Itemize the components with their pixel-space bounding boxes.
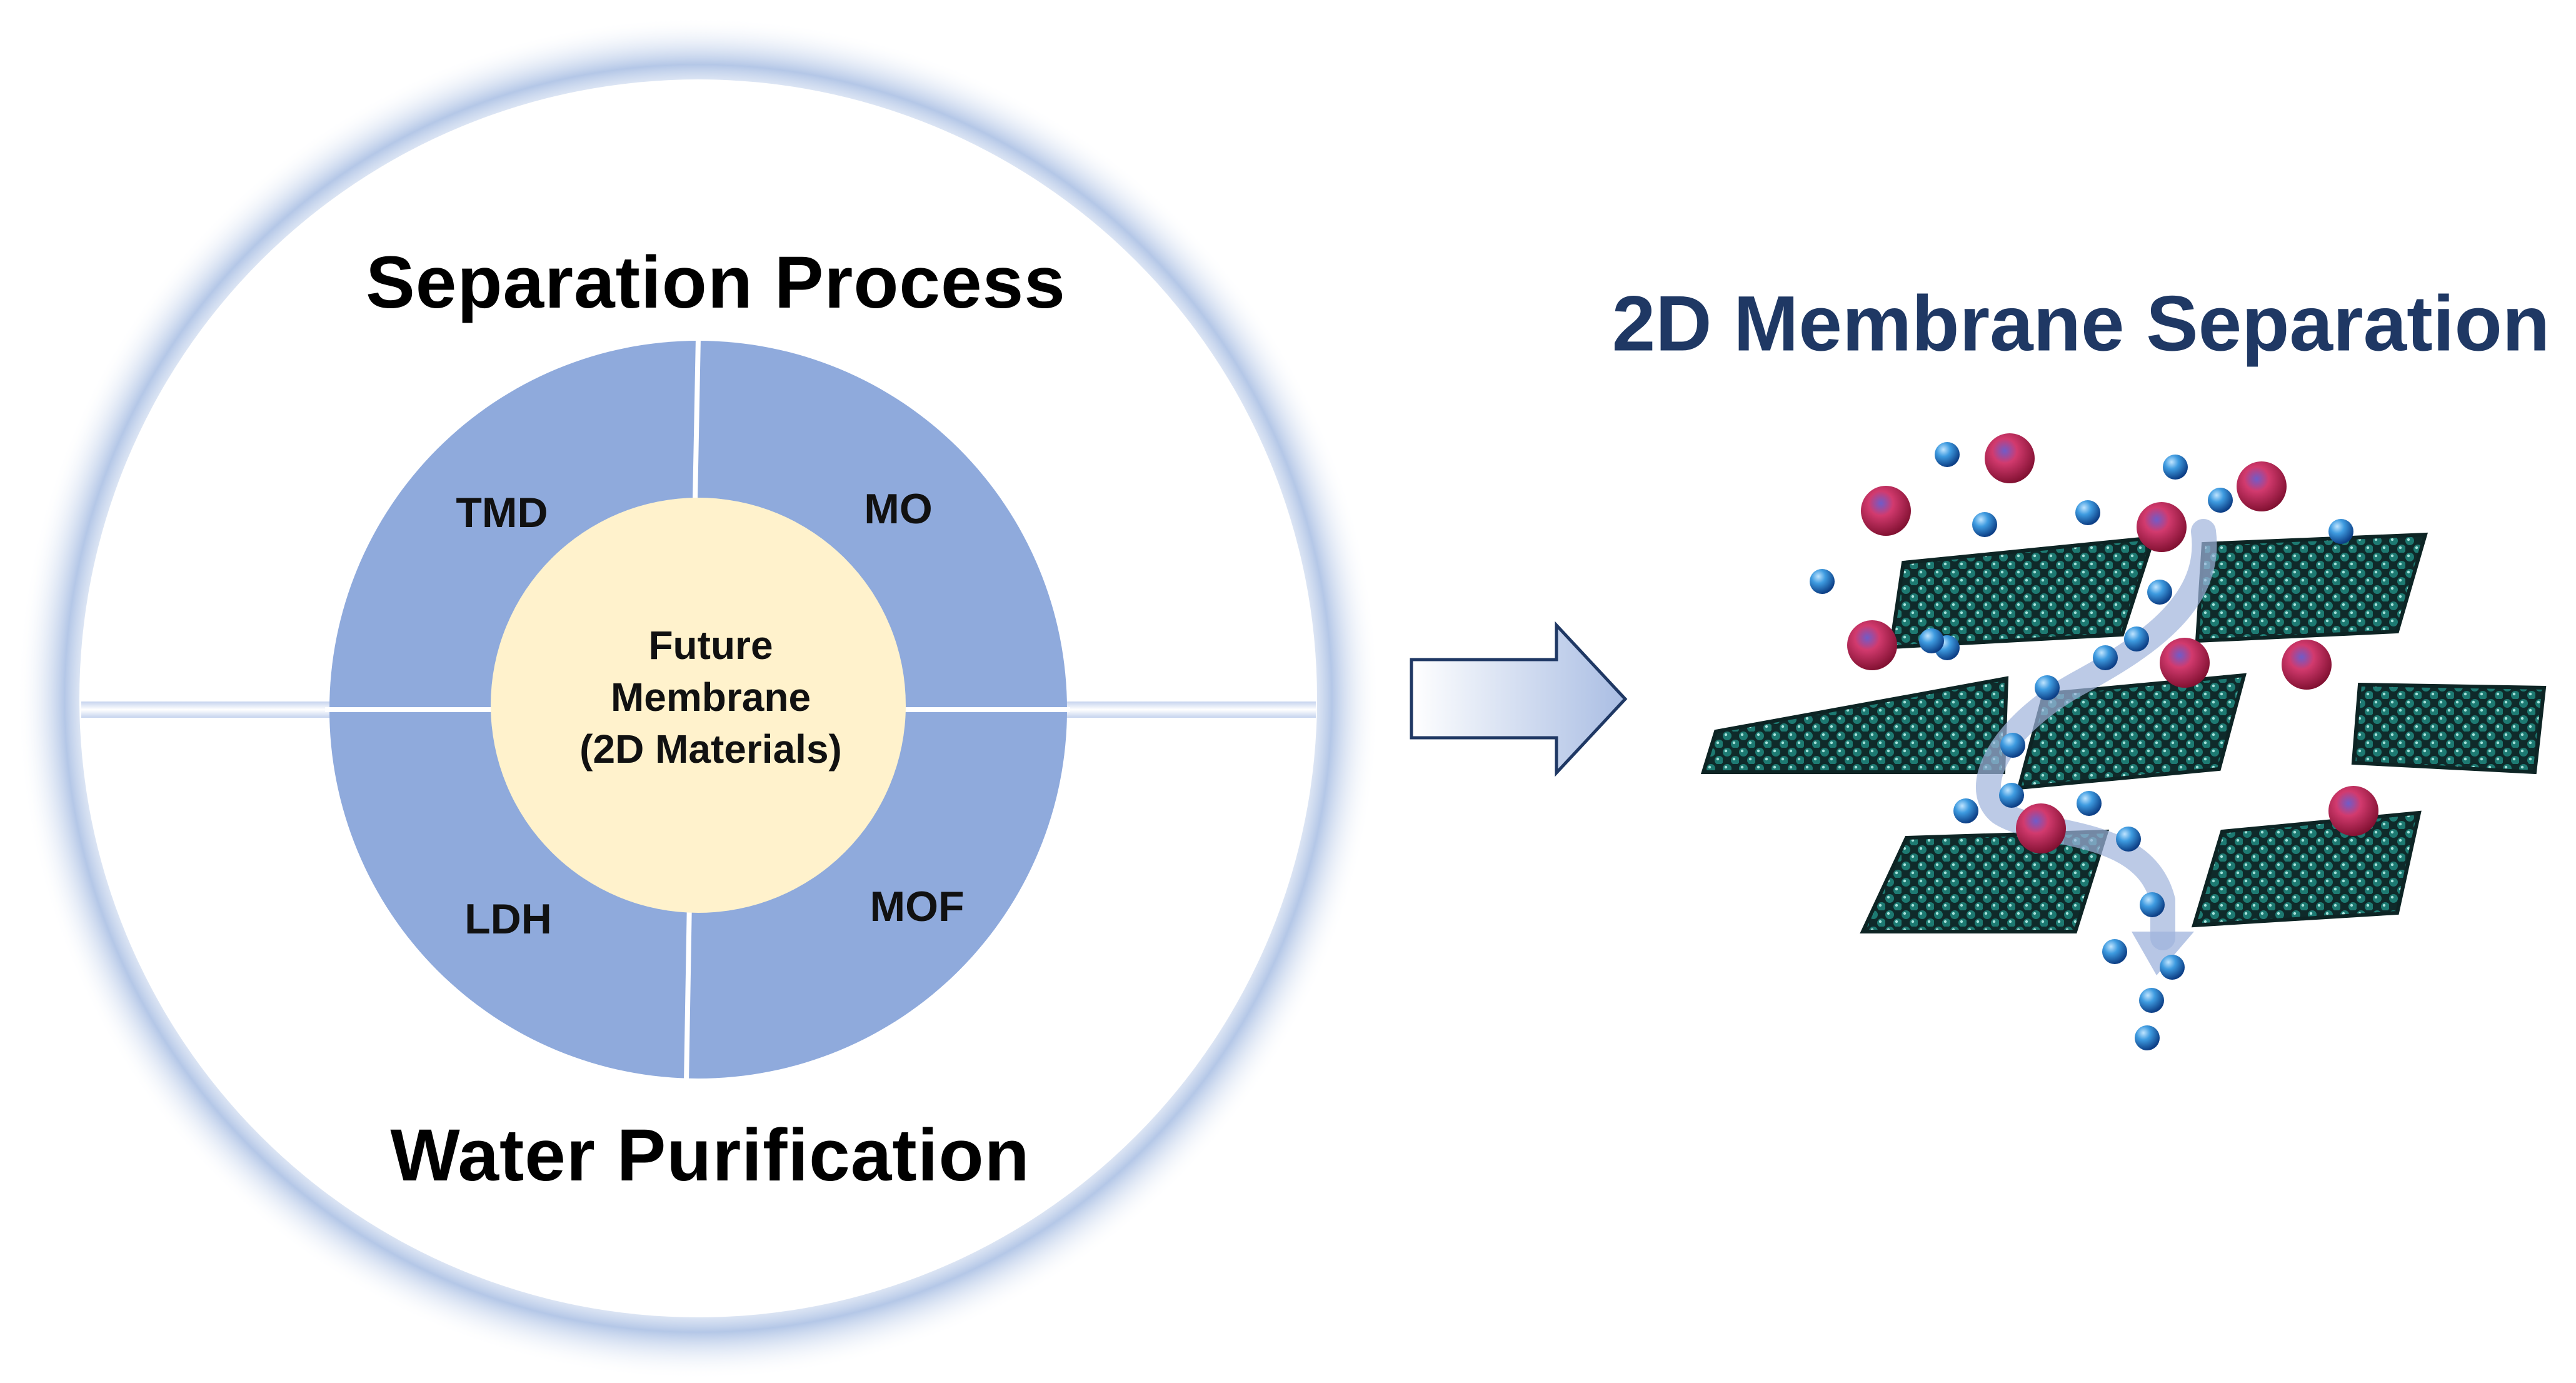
nanosheet [1700,676,2009,774]
water-molecule [2077,791,2102,816]
water-molecule [1972,512,1997,537]
segment-label-mo: MO [864,485,933,533]
membrane-scene [1700,433,2547,1050]
permeation-path [1976,519,2217,950]
segment-label-mof: MOF [870,883,965,930]
water-molecule [2160,955,2185,980]
nanosheet [1860,829,2110,933]
water-molecule [2135,1025,2160,1050]
segment-label-ldh: LDH [464,895,552,943]
right-title: 2D Membrane Separation [1611,280,2550,368]
segment-label-tmd: TMD [456,489,548,536]
solute-molecule [2282,640,2332,690]
permeation-arrowhead-icon [2132,932,2194,975]
water-molecule [2163,455,2188,480]
center-circle [491,498,906,913]
water-molecule [1810,569,1835,594]
water-molecule [1919,628,1944,653]
solute-molecule [2160,638,2210,688]
water-molecule [2116,827,2141,852]
nanosheet [2191,810,2422,928]
water-molecule [2124,626,2149,651]
center-line-2: Membrane [610,675,811,720]
water-molecule [2000,733,2025,758]
water-molecule [2093,645,2118,670]
solute-molecule [1861,486,1911,536]
solute-molecule [2328,786,2378,836]
water-molecule [2075,500,2100,525]
water-molecule [2035,675,2060,700]
right-arrow-icon [1410,621,1628,777]
solute-molecule [1985,433,2035,483]
label-water-purification: Water Purification [390,1114,1030,1197]
solute-molecule [2237,461,2287,511]
water-molecule [1953,798,1978,823]
nanosheet [2351,682,2547,775]
water-molecule [2140,892,2165,917]
water-molecule [2147,580,2172,605]
water-molecule [1999,783,2024,808]
solute-molecule [1847,620,1897,670]
label-separation-process: Separation Process [366,241,1066,324]
segment-divider-bottom [684,900,692,1082]
water-molecule [1935,442,1960,467]
nanosheet [2195,532,2428,643]
water-molecule [2139,988,2164,1013]
center-line-1: Future [648,623,773,668]
water-molecule [2328,519,2353,544]
water-molecule [2102,939,2127,964]
solute-molecule [2016,803,2066,853]
solute-molecule [2137,502,2187,552]
segment-divider-top [693,337,701,501]
nanosheet [1888,535,2157,650]
center-line-3: (2D Materials) [579,727,842,772]
water-molecule [2208,488,2233,513]
center-label: Future Membrane (2D Materials) [579,620,842,776]
